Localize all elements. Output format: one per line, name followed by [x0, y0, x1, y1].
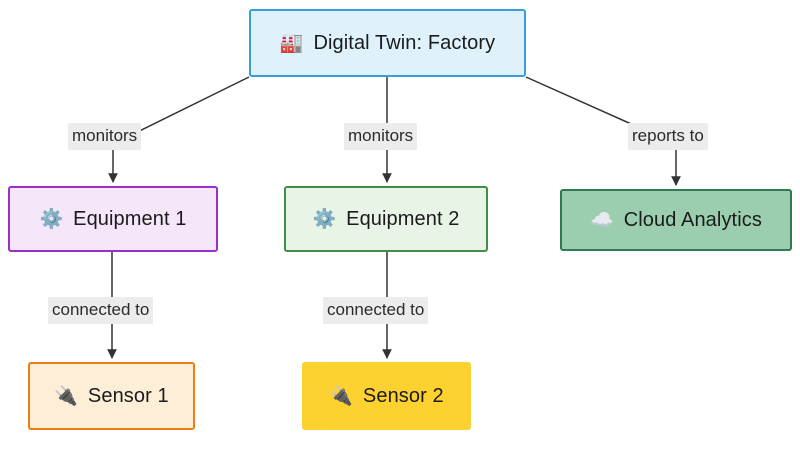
plug-icon: 🔌 — [329, 385, 353, 407]
gear-icon: ⚙️ — [312, 208, 337, 230]
node-label: Equipment 1 — [73, 208, 187, 230]
node-label: Sensor 2 — [362, 385, 444, 407]
cloud-icon: ☁️ — [590, 209, 614, 231]
node-equipment-2[interactable]: ⚙️ Equipment 2 — [284, 186, 488, 252]
edge-label-factory-cloud-analytics: reports to — [628, 123, 708, 150]
node-label: Sensor 1 — [87, 385, 169, 407]
node-equipment-1[interactable]: ⚙️ Equipment 1 — [8, 186, 218, 252]
node-sensor-2[interactable]: 🔌 Sensor 2 — [302, 362, 471, 430]
node-sensor-1[interactable]: 🔌 Sensor 1 — [28, 362, 195, 430]
node-label: Cloud Analytics — [623, 209, 762, 231]
edge-label-equipment-1-sensor-1: connected to — [48, 297, 154, 324]
node-digital-twin-factory[interactable]: 🏭 Digital Twin: Factory — [249, 9, 526, 77]
edge-label-equipment-2-sensor-2: connected to — [323, 297, 429, 324]
plug-icon: 🔌 — [54, 385, 78, 407]
edge-label-factory-equipment-1: monitors — [68, 123, 142, 150]
edge-label-factory-equipment-2: monitors — [344, 123, 418, 150]
node-cloud-analytics[interactable]: ☁️ Cloud Analytics — [560, 189, 792, 251]
factory-icon: 🏭 — [279, 32, 304, 54]
gear-icon: ⚙️ — [39, 208, 64, 230]
node-label: Digital Twin: Factory — [313, 32, 496, 54]
node-label: Equipment 2 — [346, 208, 460, 230]
